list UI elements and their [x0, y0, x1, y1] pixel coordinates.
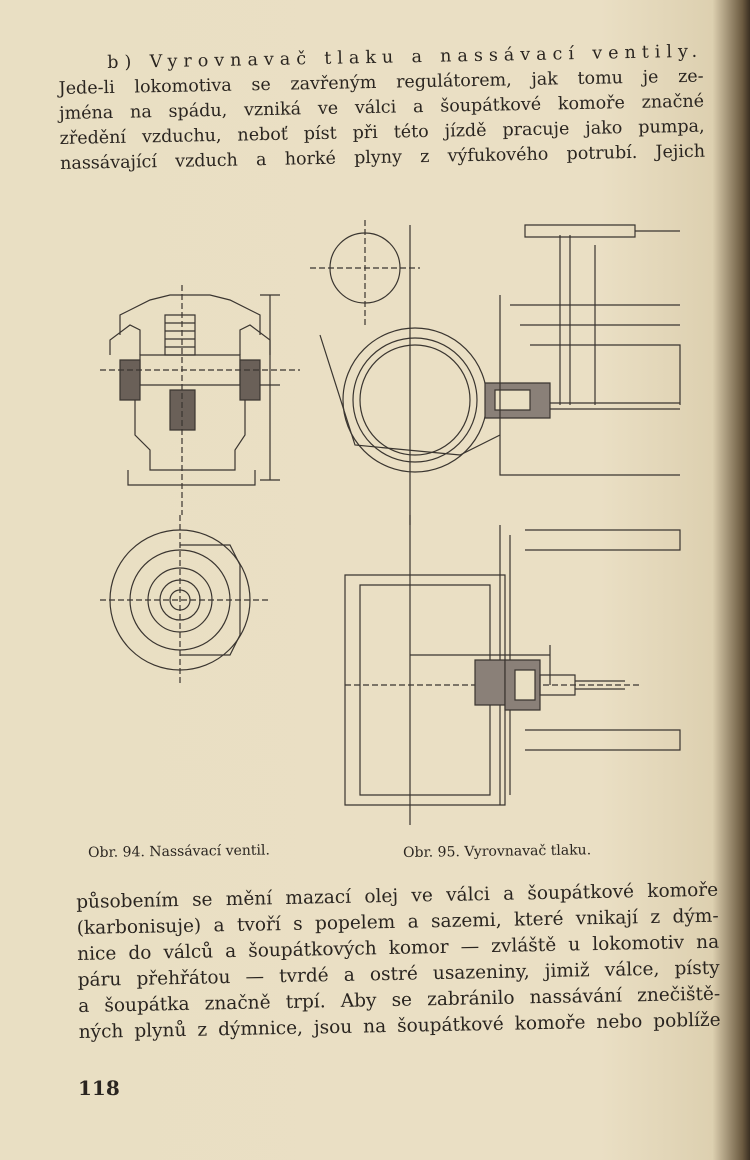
technical-drawings	[80, 205, 700, 825]
section-label: b)	[107, 52, 138, 74]
continuation-paragraph: působením se mění mazací olej ve válci a…	[76, 878, 721, 1046]
equalizer-upper-drawing	[310, 220, 680, 525]
section-top-paragraph: b) Vyrovnavač tlaku a nassávací ventily.…	[58, 40, 706, 177]
page-number: 118	[78, 1076, 120, 1100]
figure-95-caption: Obr. 95. Vyrovnavač tlaku.	[403, 842, 592, 861]
equalizer-lower-drawing	[345, 515, 680, 825]
figure-94-caption: Obr. 94. Nassávací ventil.	[88, 842, 271, 861]
valve-plan-drawing	[100, 515, 270, 685]
valve-section-drawing	[100, 285, 300, 515]
